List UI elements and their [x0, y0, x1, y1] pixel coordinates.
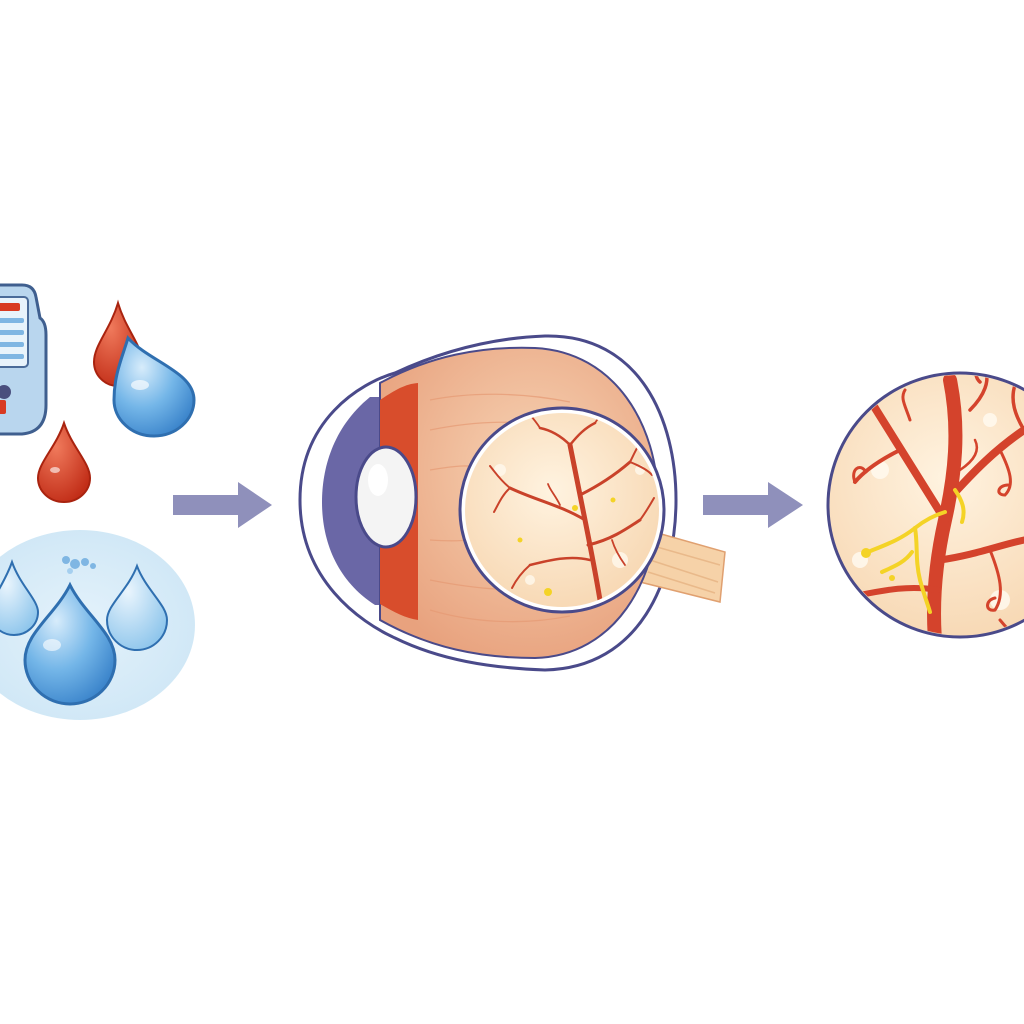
exudate-icon [866, 488, 966, 614]
retinal-vessels-icon [489, 413, 655, 603]
arrow-right-icon [703, 482, 803, 528]
arrow-right-icon [173, 482, 272, 528]
lens-icon [354, 445, 418, 549]
exudate-icon [861, 548, 871, 558]
glucose-sources-group [0, 283, 196, 720]
retina-closeup-group [826, 371, 1024, 639]
exudate-icon [517, 497, 616, 596]
retina-magnifier-icon [458, 406, 666, 614]
blood-drop-icon [36, 419, 92, 503]
water-droplets-group [62, 556, 96, 574]
water-drop-icon [23, 581, 117, 706]
exudate-icon [889, 575, 895, 581]
water-drop-icon [0, 558, 40, 636]
water-drop-icon [112, 335, 196, 438]
glucose-meter-icon [0, 283, 48, 436]
water-drop-icon [105, 563, 169, 651]
eye-cross-section-group [298, 334, 726, 672]
